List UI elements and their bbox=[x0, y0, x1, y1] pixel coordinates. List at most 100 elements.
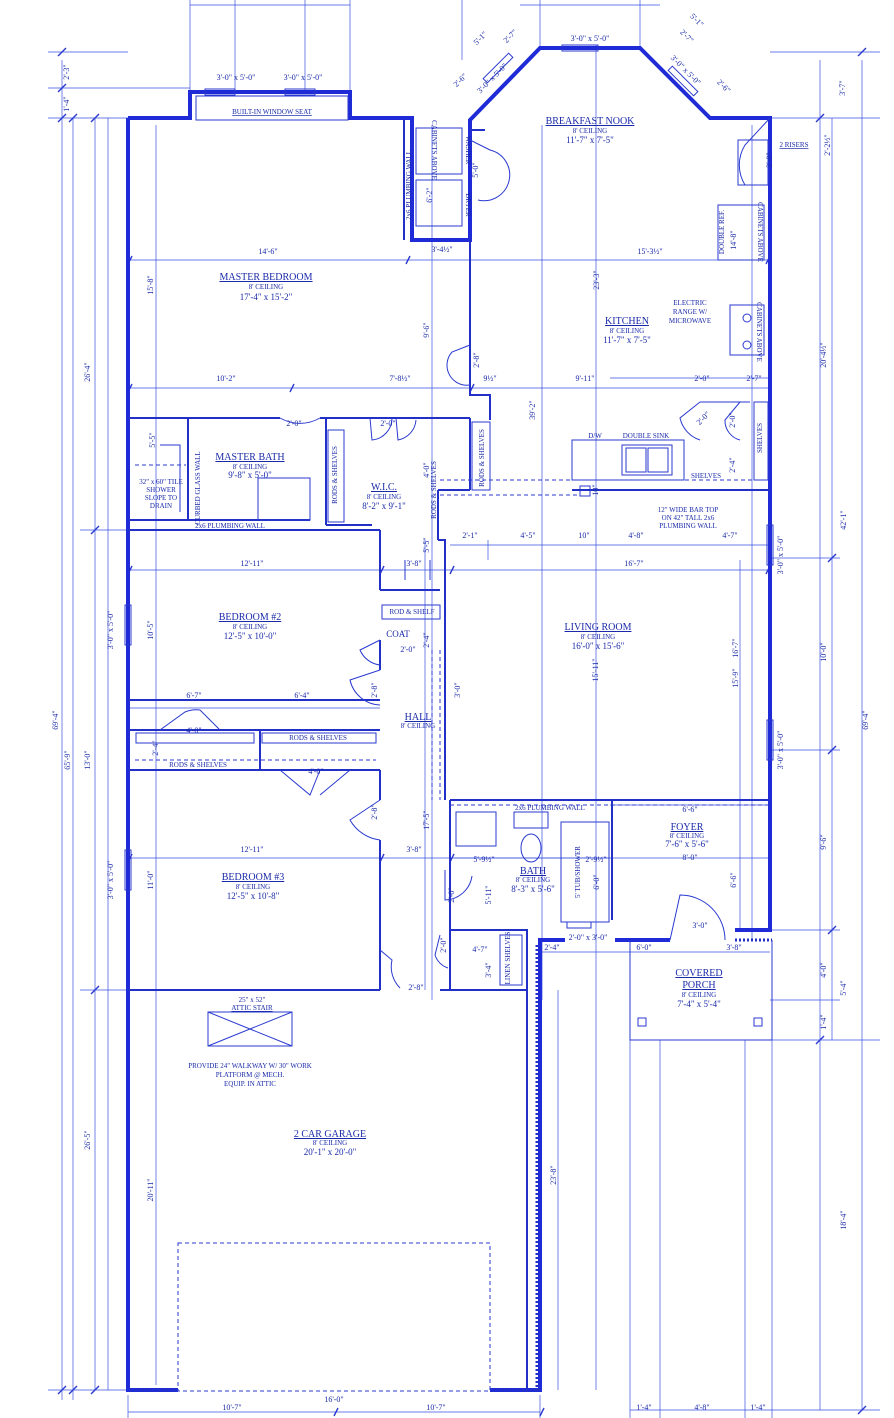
linen-shelves-label: LINEN SHELVES bbox=[504, 931, 512, 984]
wic-rods-label-2: RODS & SHELVES bbox=[430, 461, 438, 519]
laundry-plumbing-wall-label: 2x6 PLUMBING WALL bbox=[405, 150, 413, 220]
dim-lr-10: 10" bbox=[578, 531, 589, 540]
fixture-labels: BUILT-IN WINDOW SEAT 2x6 PLUMBING WALL C… bbox=[139, 108, 808, 1088]
dim-hall-3-0: 3'-0" bbox=[453, 682, 462, 697]
dim-wic-4-0: 4'-0" bbox=[422, 462, 431, 477]
dim-garage-23-8: 23'-8" bbox=[549, 1165, 558, 1184]
dim-b3-12-11: 12'-11" bbox=[240, 845, 263, 854]
covered-porch-size: 7'-4" x 5'-4" bbox=[677, 999, 721, 1009]
dim-mb-9-6: 9'-6" bbox=[422, 322, 431, 337]
wic-ceiling: 8' CEILING bbox=[367, 493, 402, 501]
bedroom2-ceiling: 8' CEILING bbox=[233, 623, 268, 631]
dim-r-5-4: 5'-4" bbox=[839, 980, 848, 995]
room-labels: MASTER BEDROOM 8' CEILING 17'-4" x 15'-2… bbox=[215, 116, 722, 1157]
living-room-size: 16'-0" x 15'-6" bbox=[572, 641, 625, 651]
laundry-cabinets-label: CABINETS ABOVE bbox=[430, 120, 438, 180]
window-label-living1: 3'-0" x 5'-0" bbox=[776, 536, 785, 575]
bath-plumbing-label: 2x6 PLUMBING WALL bbox=[515, 804, 585, 812]
covered-porch-ceiling: 8' CEILING bbox=[682, 991, 717, 999]
dim-closet-6-4: 6'-4" bbox=[294, 691, 309, 700]
dim-r-18-4: 18'-4" bbox=[839, 1210, 848, 1229]
dim-foyer-6-6v: 6'-6" bbox=[729, 872, 738, 887]
dim-closet-2-4: 2'-4" bbox=[151, 740, 160, 755]
kitchen-cabinets-label-2: CABINETS ABOVE bbox=[755, 302, 763, 362]
curbed-glass-label: CURBED GLASS WALL bbox=[194, 451, 202, 524]
shower-label-1: 32" x 60" TILE bbox=[139, 478, 183, 486]
dim-bottom-1-4a: 1'-4" bbox=[636, 1403, 651, 1412]
wic-name: W.I.C. bbox=[371, 482, 397, 493]
double-sink-label: DOUBLE SINK bbox=[623, 432, 669, 440]
dim-lr-15-9: 15'-9" bbox=[731, 668, 740, 687]
kitchen-ceiling: 8' CEILING bbox=[610, 327, 645, 335]
dim-k-2-0c: 2'-0" bbox=[728, 412, 737, 427]
master-bath-plumbing-label: 2x6 PLUMBING WALL bbox=[195, 522, 265, 530]
living-room-name: LIVING ROOM bbox=[565, 622, 632, 633]
covered-porch-name: COVERED bbox=[675, 968, 722, 979]
dim-coat-2-4: 2'-4" bbox=[422, 632, 431, 647]
bar-top-label-2: ON 42" TALL 2x6 bbox=[662, 514, 715, 522]
dim-bath-5-11: 5'-11" bbox=[484, 885, 493, 904]
dim-k-9-11: 9'-11" bbox=[575, 374, 594, 383]
dim-r-9-6: 9'-6" bbox=[819, 834, 828, 849]
dim-lr-16-7v: 16'-7" bbox=[731, 638, 740, 657]
coat-name: COAT bbox=[386, 629, 410, 639]
interior-walls bbox=[128, 95, 773, 1392]
dim-lr-15-11: 15'-11" bbox=[591, 658, 600, 681]
dim-linen-2-8: 2'-8" bbox=[408, 983, 423, 992]
dim-lr-4-8: 4'-8" bbox=[628, 531, 643, 540]
dimension-labels: 5'-1" 2'-7" 2'-6" 5'-1" 2'-7" 2'-6" 2'-3… bbox=[51, 12, 870, 1412]
dim-foyer-8-0: 8'-0" bbox=[682, 853, 697, 862]
dim-left-13-0: 13'-0" bbox=[83, 750, 92, 769]
dim-k-23-3: 23'-3" bbox=[592, 270, 601, 289]
dim-linen-3-4: 3'-4" bbox=[484, 962, 493, 977]
dim-r-1-4: 1'-4" bbox=[819, 1014, 828, 1029]
dim-k-2-8: 2'-8" bbox=[472, 352, 481, 367]
dim-bath-6-0: 6'-0" bbox=[592, 874, 601, 889]
range-label-2: RANGE W/ bbox=[673, 308, 707, 316]
garage-size: 20'-1" x 20'-0" bbox=[304, 1147, 357, 1157]
walkway-label-1: PROVIDE 24" WALKWAY W/ 30" WORK bbox=[188, 1062, 312, 1070]
dim-left-2-3: 2'-3" bbox=[62, 64, 71, 79]
dim-linen-2-0: 2'-0" bbox=[439, 937, 448, 952]
bath-size: 8'-3" x 5'-6" bbox=[511, 884, 555, 894]
shower-label-3: SLOPE TO bbox=[145, 494, 177, 502]
kitchen-name: KITCHEN bbox=[605, 316, 649, 327]
dim-linen-4-7: 4'-7" bbox=[472, 945, 487, 954]
breakfast-nook-size: 11'-7" x 7'-5" bbox=[566, 135, 614, 145]
bar-top-label-3: PLUMBING WALL bbox=[659, 522, 717, 530]
wic-size: 8'-2" x 9'-1" bbox=[362, 501, 406, 511]
range-label-1: ELECTRIC bbox=[673, 299, 707, 307]
window-label-bed3: 3'-0" x 5'-0" bbox=[106, 861, 115, 900]
walkway-label-3: EQUIP. IN ATTIC bbox=[224, 1080, 276, 1088]
dim-hall-2-8: 2'-8" bbox=[370, 682, 379, 697]
dim-b2-10-5: 10'-5" bbox=[146, 620, 155, 639]
dim-foyer-6-6: 6'-6" bbox=[682, 805, 697, 814]
closet-rods-label-1: RODS & SHELVES bbox=[169, 761, 227, 769]
bath-name: BATH bbox=[520, 866, 546, 877]
master-bedroom-size: 17'-4" x 15'-2" bbox=[240, 292, 293, 302]
window-label-nook-left: 3'-0" x 5'-0" bbox=[475, 61, 509, 95]
dim-top-c: 2'-6" bbox=[452, 72, 469, 89]
dim-left-65-9: 65'-9" bbox=[63, 750, 72, 769]
dim-top-f: 2'-6" bbox=[715, 78, 732, 95]
walkway-label-2: PLATFORM @ MECH. bbox=[216, 1071, 285, 1079]
breakfast-nook-name: BREAKFAST NOOK bbox=[546, 116, 636, 127]
master-bedroom-ceiling: 8' CEILING bbox=[249, 283, 284, 291]
dim-closet-4-0: 4'-0" bbox=[186, 726, 201, 735]
dim-k-9half: 9½" bbox=[483, 374, 496, 383]
breakfast-nook-ceiling: 8' CEILING bbox=[573, 127, 608, 135]
dim-porch-6-0: 6'-0" bbox=[636, 943, 651, 952]
dim-r-2-2: 2'-2½" bbox=[823, 134, 832, 155]
bedroom2-name: BEDROOM #2 bbox=[219, 612, 282, 623]
window-seat-label: BUILT-IN WINDOW SEAT bbox=[232, 108, 312, 116]
dim-lr-4-7: 4'-7" bbox=[722, 531, 737, 540]
dim-b3-3-8: 3'-8" bbox=[406, 845, 421, 854]
dim-b2-12-11: 12'-11" bbox=[240, 559, 263, 568]
double-ref-label: DOUBLE REF. bbox=[718, 210, 726, 254]
dim-r-20-4: 20'-4½" bbox=[819, 342, 828, 367]
dim-porch-3-8: 3'-8" bbox=[726, 943, 741, 952]
dim-hall-2-8b: 2'-8" bbox=[370, 804, 379, 819]
dim-k-2-4: 2'-4" bbox=[728, 457, 737, 472]
dim-bath-2-0: 2'-0" bbox=[447, 887, 456, 902]
living-room-ceiling: 8' CEILING bbox=[581, 633, 616, 641]
